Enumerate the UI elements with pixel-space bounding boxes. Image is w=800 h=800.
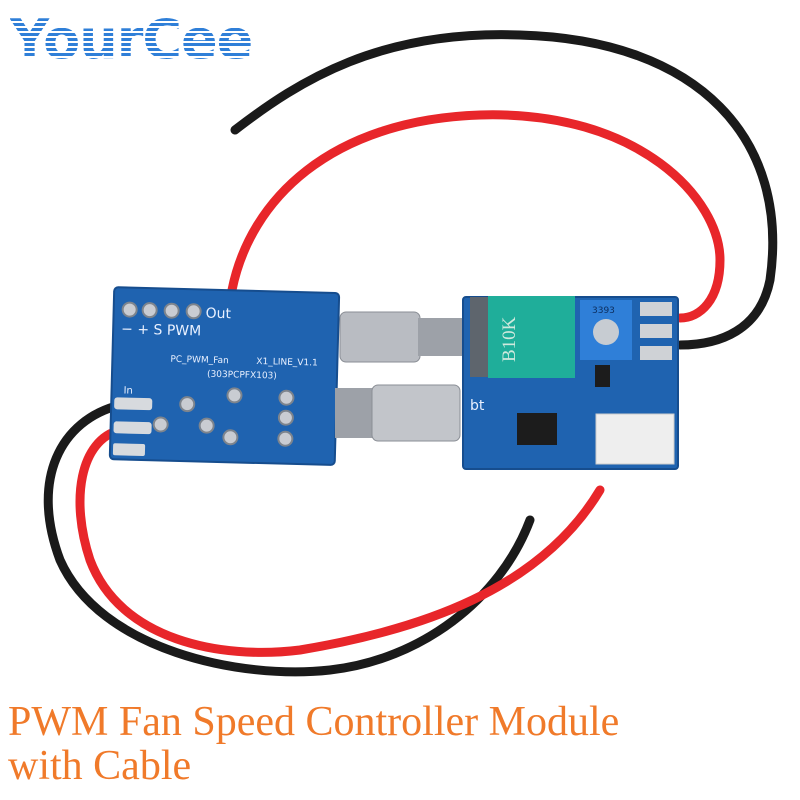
silk-label: bt xyxy=(470,398,485,414)
board-version: X1_LINE_V1.1 xyxy=(256,357,318,369)
red-wire-bottom xyxy=(75,425,605,657)
caption-line-2: with Cable xyxy=(8,743,192,789)
potentiometer-shafts xyxy=(335,311,468,442)
pot-label: B10K xyxy=(499,316,520,362)
board-code: (303PCPFX103) xyxy=(207,370,277,382)
product-caption: PWM Fan Speed Controller Module with Cab… xyxy=(8,700,619,788)
right-pcb: B10K 3393 bt xyxy=(462,296,679,470)
black-wire-bottom xyxy=(43,400,535,677)
board-name: PC_PWM_Fan xyxy=(170,355,229,367)
black-wire-top xyxy=(230,30,778,350)
brand-logo: YourCee xyxy=(10,8,253,71)
red-wire-top xyxy=(227,110,725,323)
input-label: In xyxy=(123,385,133,396)
wires xyxy=(43,30,778,677)
trimmer-label: 3393 xyxy=(592,306,615,316)
pin-labels: − + S PWM xyxy=(121,321,201,339)
out-label: Out xyxy=(205,306,231,323)
left-pcb: Out − + S PWM PC_PWM_Fan X1_LINE_V1.1 (3… xyxy=(108,286,341,466)
caption-line-1: PWM Fan Speed Controller Module xyxy=(8,699,620,745)
